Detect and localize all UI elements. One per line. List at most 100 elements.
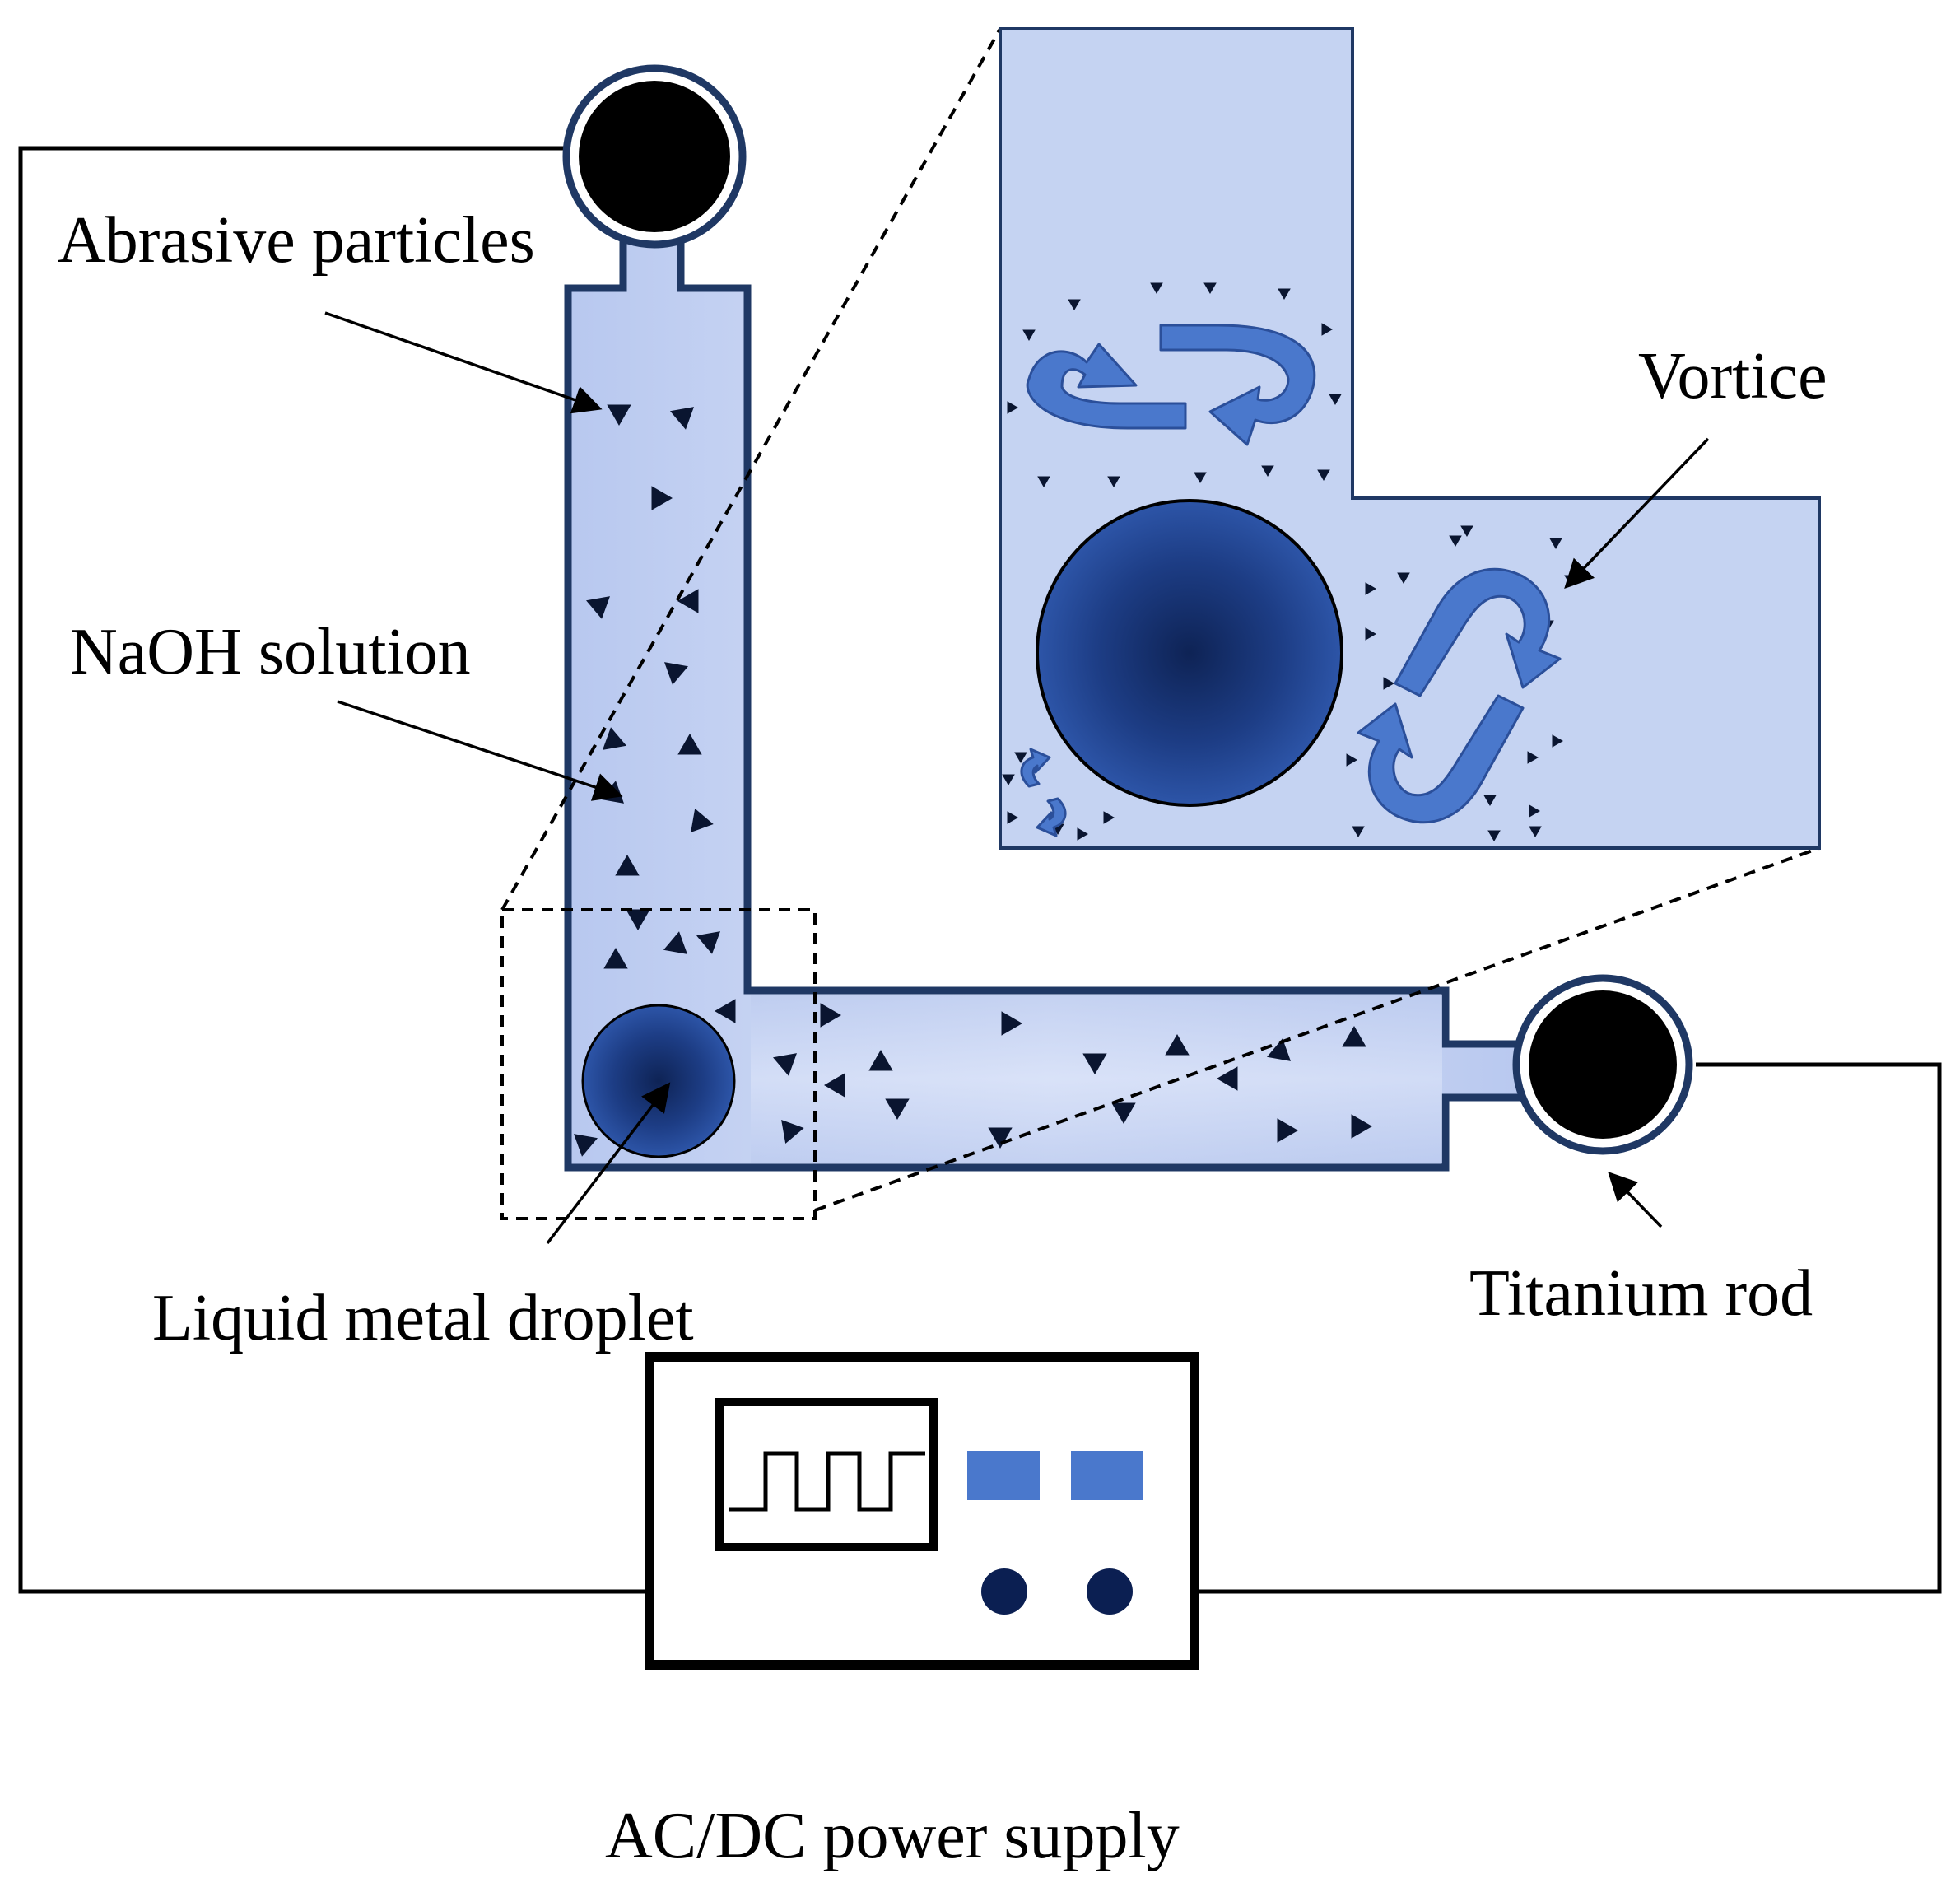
vortex-arrow-right-lower (1357, 694, 1525, 824)
abrasive-particle (1549, 538, 1562, 549)
abrasive-particle (1487, 830, 1501, 841)
zoom-line-top (500, 28, 1002, 911)
abrasive-particle (1194, 472, 1207, 483)
abrasive-particle (696, 931, 720, 954)
vortex-arrow-small (1020, 748, 1067, 837)
abrasive-particle (1342, 1026, 1366, 1047)
abrasive-particle (1317, 469, 1330, 481)
abrasive-particle (1150, 282, 1163, 294)
abrasive-particle (664, 662, 688, 685)
abrasive-particle (615, 855, 640, 876)
abrasive-particle (1007, 401, 1018, 414)
label-titanium-rod: Titanium rod (1469, 1257, 1813, 1330)
titanium-rod-core (1529, 990, 1677, 1139)
abrasive-particle (1217, 1066, 1238, 1091)
abrasive-particle (1267, 1038, 1291, 1061)
abrasive-particle (1077, 827, 1088, 841)
abrasive-particle (1346, 753, 1357, 767)
abrasive-particle (1082, 1053, 1107, 1074)
abrasive-particle (1460, 525, 1473, 537)
arrow-liquid-metal-droplet (546, 1082, 671, 1245)
inset-droplet (1036, 499, 1343, 807)
abrasive-particle (1527, 751, 1539, 764)
abrasive-particle (626, 909, 650, 930)
arrow-abrasive-particles (324, 311, 603, 414)
abrasive-particle (1321, 323, 1333, 336)
abrasive-particle (885, 1098, 910, 1120)
label-abrasive-particles: Abrasive particles (58, 204, 535, 277)
abrasive-particle (603, 948, 628, 969)
abrasive-particle (1365, 582, 1376, 595)
zoom-box (500, 908, 817, 1220)
abrasive-particle (1165, 1034, 1190, 1056)
control-button-right[interactable] (1071, 1451, 1143, 1500)
circuit-wires (18, 146, 1942, 1594)
abrasive-particle (1022, 329, 1036, 341)
abrasive-particle (1277, 1118, 1298, 1143)
abrasive-particle (586, 596, 610, 619)
abrasive-particle (1552, 734, 1563, 748)
abrasive-particle (1483, 795, 1497, 806)
vortex-arrows (1020, 324, 1562, 837)
abrasive-particle (603, 727, 626, 750)
abrasive-particle (1329, 394, 1342, 405)
abrasive-particle (1007, 811, 1018, 824)
terminal-knob-left[interactable] (981, 1568, 1027, 1615)
abrasive-particle (781, 1120, 804, 1144)
zoom-line-bottom (814, 846, 1820, 1212)
channel-particles (574, 404, 1372, 1157)
control-button-left[interactable] (967, 1451, 1040, 1500)
abrasive-particle (1001, 1011, 1022, 1036)
abrasive-particle (1068, 299, 1081, 310)
vortex-arrow-top-right (1159, 324, 1316, 446)
abrasive-particle (1261, 465, 1274, 477)
label-power-supply: AC/DC power supply (605, 1800, 1180, 1872)
abrasive-particle (1529, 826, 1542, 837)
square-wave-icon (729, 1451, 925, 1512)
titanium-rod-electrode (1512, 974, 1693, 1155)
abrasive-particle (574, 1134, 598, 1157)
abrasive-particle (651, 486, 673, 510)
abrasive-particle (715, 999, 736, 1023)
abrasive-particle (1449, 535, 1462, 547)
abrasive-particle (773, 1053, 797, 1076)
top-electrode-core (579, 81, 730, 232)
zoom-inset (999, 27, 1821, 850)
arrow-vortice (1564, 437, 1710, 590)
abrasive-particle (988, 1127, 1013, 1149)
abrasive-particle (1397, 572, 1410, 584)
abrasive-particle (1203, 282, 1217, 294)
abrasive-particle (1107, 476, 1120, 487)
channel-horizontal-shade (751, 995, 1442, 1163)
top-electrode (562, 64, 747, 249)
abrasive-particle (670, 407, 694, 430)
abrasive-particle (691, 809, 714, 832)
abrasive-particle (1529, 804, 1540, 818)
abrasive-particle (868, 1050, 893, 1071)
vortex-arrow-top-left (1026, 343, 1187, 430)
label-naoh-solution: NaOH solution (70, 616, 471, 688)
abrasive-particle (677, 589, 699, 613)
label-vortice: Vortice (1638, 340, 1827, 412)
abrasive-particle (1352, 826, 1365, 837)
abrasive-particle (820, 1003, 841, 1028)
wire-right (1116, 1062, 1942, 1594)
power-supply-unit (645, 1352, 1199, 1670)
labels: Abrasive particles NaOH solution Liquid … (58, 204, 1827, 1872)
abrasive-particle (1351, 1114, 1372, 1139)
terminal-knob-right[interactable] (1087, 1568, 1133, 1615)
abrasive-particle (1383, 677, 1394, 690)
abrasive-particle (1103, 811, 1115, 824)
annotation-arrows (324, 311, 1710, 1245)
abrasive-particle (1278, 288, 1291, 300)
arrow-naoh-solution (337, 700, 623, 801)
abrasive-particle (663, 931, 687, 954)
abrasive-particle (677, 734, 702, 755)
wire-left (18, 146, 985, 1594)
abrasive-particle (1111, 1102, 1136, 1124)
vortex-arrow-right-upper (1394, 567, 1562, 697)
abrasive-particle (824, 1073, 845, 1098)
liquid-metal-droplet (581, 1004, 736, 1158)
